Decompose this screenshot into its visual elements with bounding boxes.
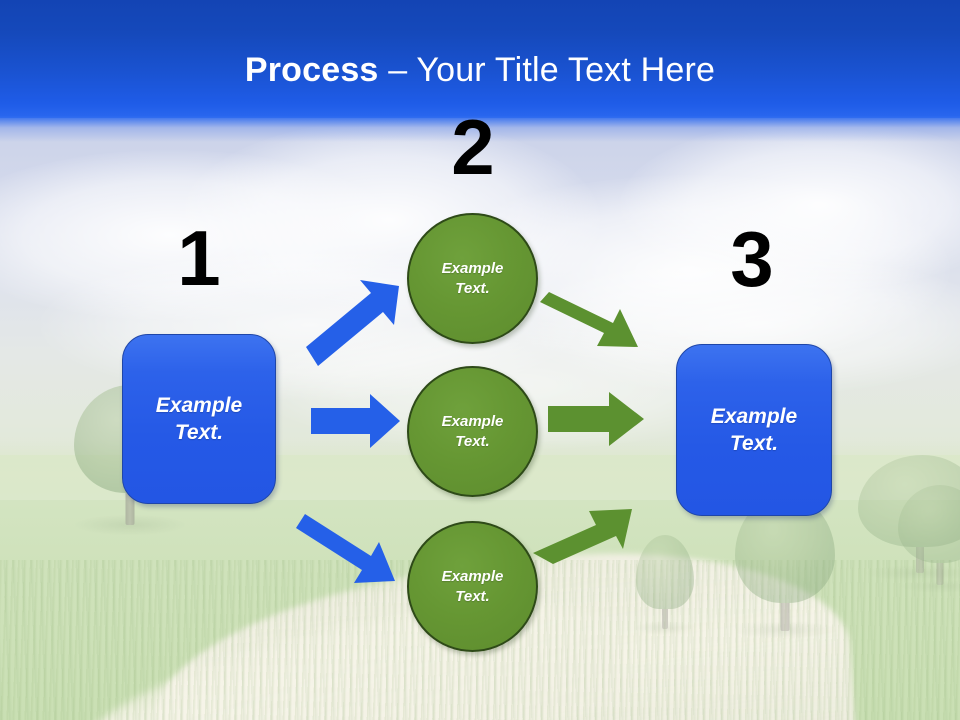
step-number-3: 3 — [730, 215, 774, 303]
process-circle-3-label: Example Text. — [441, 567, 504, 605]
process-start-box[interactable]: Example Text. — [122, 334, 276, 504]
process-circle-2-label: Example Text. — [441, 412, 504, 450]
page-title: Process – Your Title Text Here — [0, 50, 960, 90]
tree-icon — [855, 455, 960, 581]
title-band — [0, 0, 960, 118]
process-circle-1-label: Example Text. — [441, 259, 504, 297]
process-end-box-label: Example Text. — [710, 405, 798, 455]
process-end-box[interactable]: Example Text. — [676, 344, 832, 516]
step-number-2: 2 — [451, 103, 495, 191]
tree-icon — [895, 485, 960, 593]
tree-icon — [630, 535, 700, 635]
step-number-1: 1 — [177, 214, 221, 302]
arrow-start-to-circle-3 — [296, 514, 395, 583]
page-title-strong: Process — [244, 51, 379, 89]
arrow-circle-2-to-end — [548, 392, 644, 446]
process-circle-3[interactable]: Example Text. — [407, 521, 538, 652]
page-title-rest: – Your Title Text Here — [378, 51, 716, 89]
process-start-box-label: Example Text. — [155, 394, 243, 444]
title-band-fade — [0, 116, 960, 142]
arrow-start-to-circle-2 — [311, 394, 400, 448]
arrow-circle-3-to-end — [533, 509, 632, 564]
arrow-circle-1-to-end — [540, 292, 638, 347]
process-circle-2[interactable]: Example Text. — [407, 366, 538, 497]
process-circle-1[interactable]: Example Text. — [407, 213, 538, 344]
arrow-start-to-circle-1 — [306, 280, 399, 366]
